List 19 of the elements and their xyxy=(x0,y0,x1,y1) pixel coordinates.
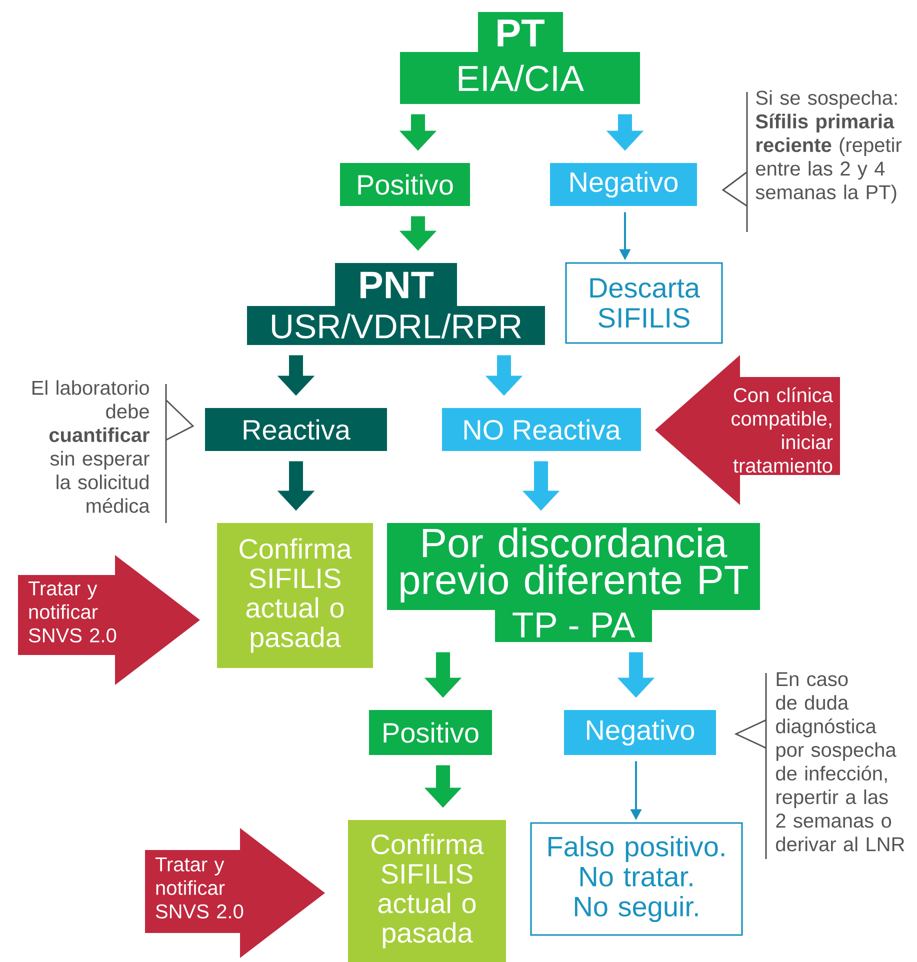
note-text: En caso de duda diagnóstica por sospecha de infección, repertir a las 2 semanas o derivar al LNR xyxy=(776,672,904,852)
result-box: Negativo xyxy=(564,710,716,755)
result-box: Reactiva xyxy=(205,408,387,451)
result-box: NO Reactiva xyxy=(442,408,641,451)
note-text: Si se sospecha: Sífilis primaria reciente (repetir entre las 2 y 4 semanas la PT) xyxy=(756,90,902,204)
note-text: El laboratorio debe cuantificar sin esperar la solicitud médica xyxy=(32,380,150,513)
test-box: PT EIA/CIA xyxy=(400,12,640,104)
test-box: Por discordancia previo diferente PT TP - PA xyxy=(387,523,760,642)
node-label: TP - PA xyxy=(512,612,636,638)
outcome-box: Confirma SIFILIS actual o pasada xyxy=(217,523,373,668)
outcome-box: Descarta SIFILIS xyxy=(565,262,723,344)
test-box: PNT USR/VDRL/RPR xyxy=(247,263,545,345)
result-box: Negativo xyxy=(550,163,697,206)
result-box: Positivo xyxy=(340,163,470,206)
outcome-box: Falso positivo. No tratar. No seguir. xyxy=(530,822,743,936)
node-label: PNT xyxy=(360,272,434,298)
result-box: Positivo xyxy=(369,710,492,755)
node-label: PT xyxy=(498,20,544,46)
outcome-box: Confirma SIFILIS actual o pasada xyxy=(348,820,506,962)
